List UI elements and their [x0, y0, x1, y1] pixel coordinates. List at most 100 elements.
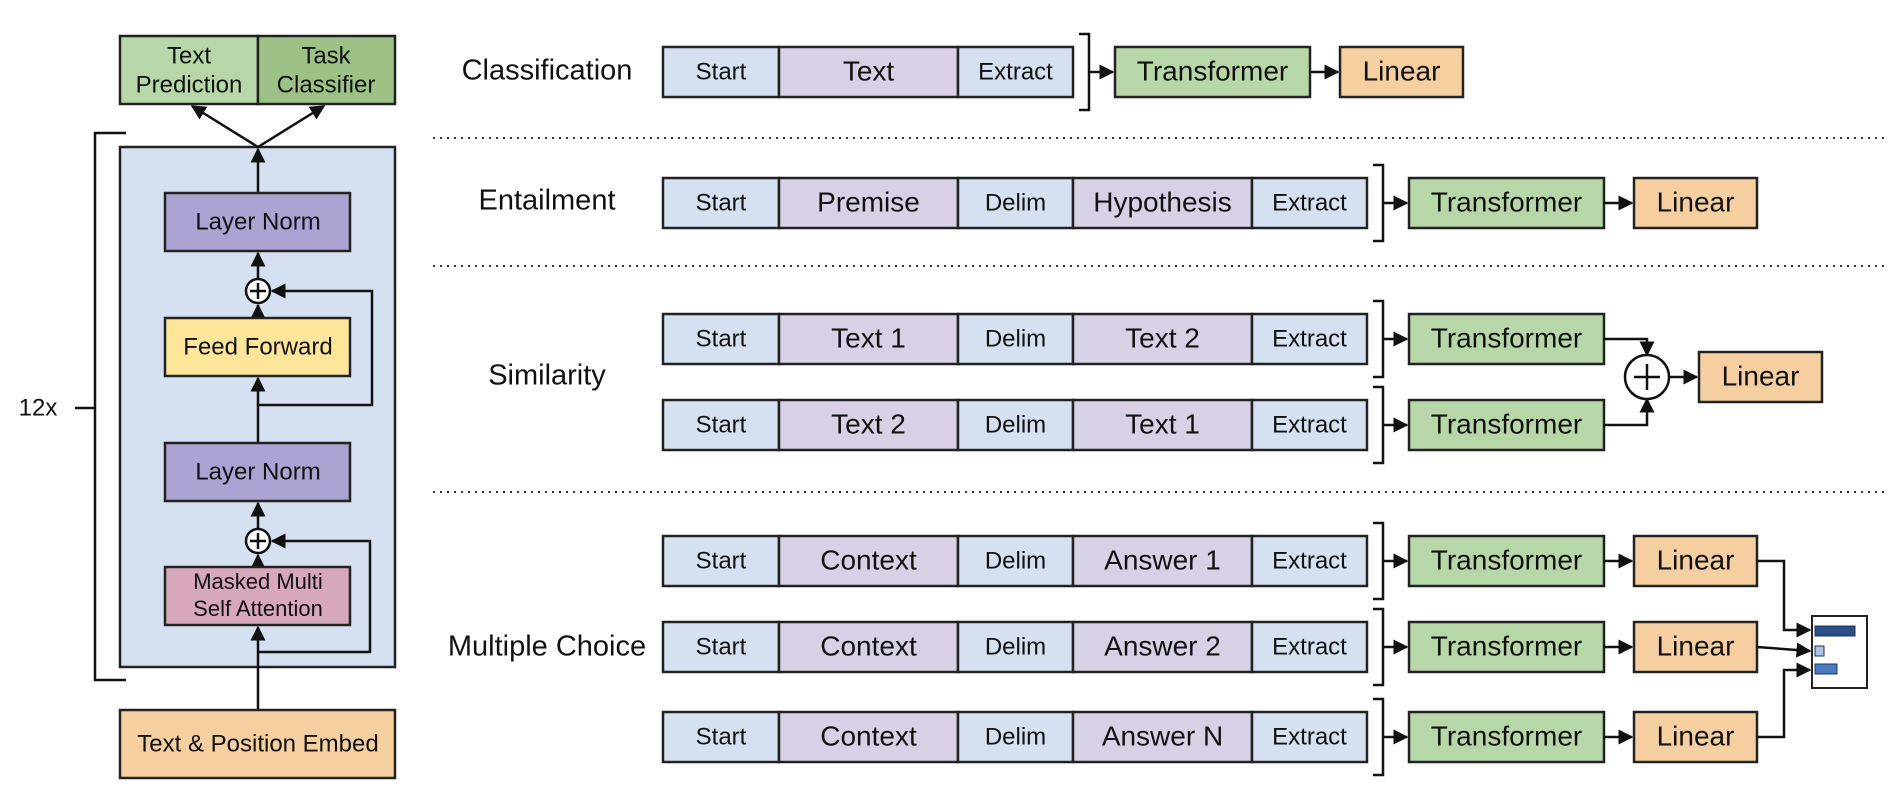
token-box: [956, 312, 1075, 366]
transformer-box: [1407, 620, 1606, 674]
layer-norm-top-label: Layer Norm: [195, 208, 320, 235]
token-box: [661, 45, 781, 99]
transformer-box: [1407, 176, 1606, 230]
token-label: Extract: [1272, 633, 1347, 660]
token-box: [661, 176, 781, 230]
task-classifier-line1: Task: [301, 42, 351, 69]
token-label: Start: [696, 547, 747, 574]
arrow-to-softmax: [1756, 642, 1812, 658]
token-label: Extract: [1272, 411, 1347, 438]
token-label: Context: [820, 720, 917, 751]
token-label: Extract: [1272, 723, 1347, 750]
repeat-label: 12x: [19, 394, 58, 421]
text-prediction-line1: Text: [167, 42, 211, 69]
token-box: [661, 620, 781, 674]
transformer-label: Transformer: [1431, 408, 1582, 439]
token-label: Delim: [985, 633, 1046, 660]
token-box: [777, 534, 960, 588]
token-box: [777, 398, 960, 452]
sequence-bracket: [1373, 299, 1385, 379]
token-label: Text 2: [831, 408, 906, 439]
token-box: [956, 534, 1075, 588]
task-classifier-box: [256, 34, 397, 106]
masked-attention: [163, 565, 352, 627]
sequence-bracket: [1373, 607, 1385, 687]
token-label: Hypothesis: [1093, 186, 1232, 217]
token-label: Premise: [817, 186, 920, 217]
transformer-label: Transformer: [1137, 55, 1288, 86]
token-box: [1250, 398, 1369, 452]
attention-line1: Masked Multi: [193, 569, 323, 594]
token-box: [1250, 176, 1369, 230]
arrow-to-softmax: [1757, 662, 1812, 739]
token-box: [1250, 534, 1369, 588]
repeat-bracket: [93, 131, 126, 682]
task-label-4: Multiple Choice: [448, 631, 646, 663]
transformer-label: Transformer: [1431, 720, 1582, 751]
residual-bottom: [258, 533, 372, 654]
transformer-box: [1407, 534, 1606, 588]
text-prediction-line2: Prediction: [136, 71, 243, 98]
token-label: Delim: [985, 411, 1046, 438]
token-box: [1250, 620, 1369, 674]
transformer-architecture: 12x Text Prediction Task Classifier Laye…: [19, 34, 397, 780]
transformer-box: [1113, 45, 1312, 99]
transformer-box: [1407, 710, 1606, 764]
token-label: Text 1: [1125, 408, 1200, 439]
layer-norm-top: [163, 191, 352, 253]
token-box: [1071, 534, 1254, 588]
token-label: Text 2: [1125, 322, 1200, 353]
layer-norm-bottom-label: Layer Norm: [195, 458, 320, 485]
token-label: Extract: [1272, 547, 1347, 574]
token-label: Delim: [985, 723, 1046, 750]
token-label: Context: [820, 630, 917, 661]
token-box: [777, 45, 960, 99]
sum-line-top: [1604, 337, 1655, 357]
token-label: Start: [696, 723, 747, 750]
token-label: Answer 1: [1104, 544, 1221, 575]
token-label: Delim: [985, 547, 1046, 574]
arrow-to-softmax: [1757, 559, 1812, 638]
layer-norm-bottom: [163, 441, 352, 503]
softmax-bar-2: [1814, 645, 1825, 657]
linear-label: Linear: [1363, 55, 1441, 86]
sequence-bracket: [1079, 32, 1091, 112]
token-box: [777, 620, 960, 674]
linear-label: Linear: [1657, 186, 1735, 217]
token-label: Delim: [985, 325, 1046, 352]
token-label: Extract: [978, 58, 1053, 85]
token-box: [1071, 710, 1254, 764]
task-classifier-line2: Classifier: [277, 71, 376, 98]
token-box: [1071, 398, 1254, 452]
linear-label: Linear: [1657, 630, 1735, 661]
task-label-3: Similarity: [488, 360, 606, 392]
linear-box: [1632, 176, 1759, 230]
token-label: Extract: [1272, 189, 1347, 216]
token-label: Start: [696, 633, 747, 660]
token-label: Answer N: [1102, 720, 1223, 751]
transformer-label: Transformer: [1431, 322, 1582, 353]
transformer-box: [1407, 398, 1606, 452]
sequence-bracket: [1373, 163, 1385, 243]
token-box: [1071, 620, 1254, 674]
token-label: Start: [696, 411, 747, 438]
feed-forward-label: Feed Forward: [183, 333, 332, 360]
linear-box: [1632, 620, 1759, 674]
linear-label: Linear: [1657, 720, 1735, 751]
softmax-bar-1: [1814, 625, 1856, 637]
transformer-label: Transformer: [1431, 544, 1582, 575]
output-arrow-right: [257, 104, 326, 149]
sequence-bracket: [1373, 385, 1385, 465]
output-arrow-left: [190, 104, 259, 149]
transformer-label: Transformer: [1431, 186, 1582, 217]
embed-label: Text & Position Embed: [137, 730, 378, 757]
sequence-bracket: [1373, 697, 1385, 777]
token-box: [956, 45, 1075, 99]
token-label: Context: [820, 544, 917, 575]
token-box: [777, 176, 960, 230]
token-box: [1071, 312, 1254, 366]
token-box: [661, 710, 781, 764]
token-box: [1250, 312, 1369, 366]
